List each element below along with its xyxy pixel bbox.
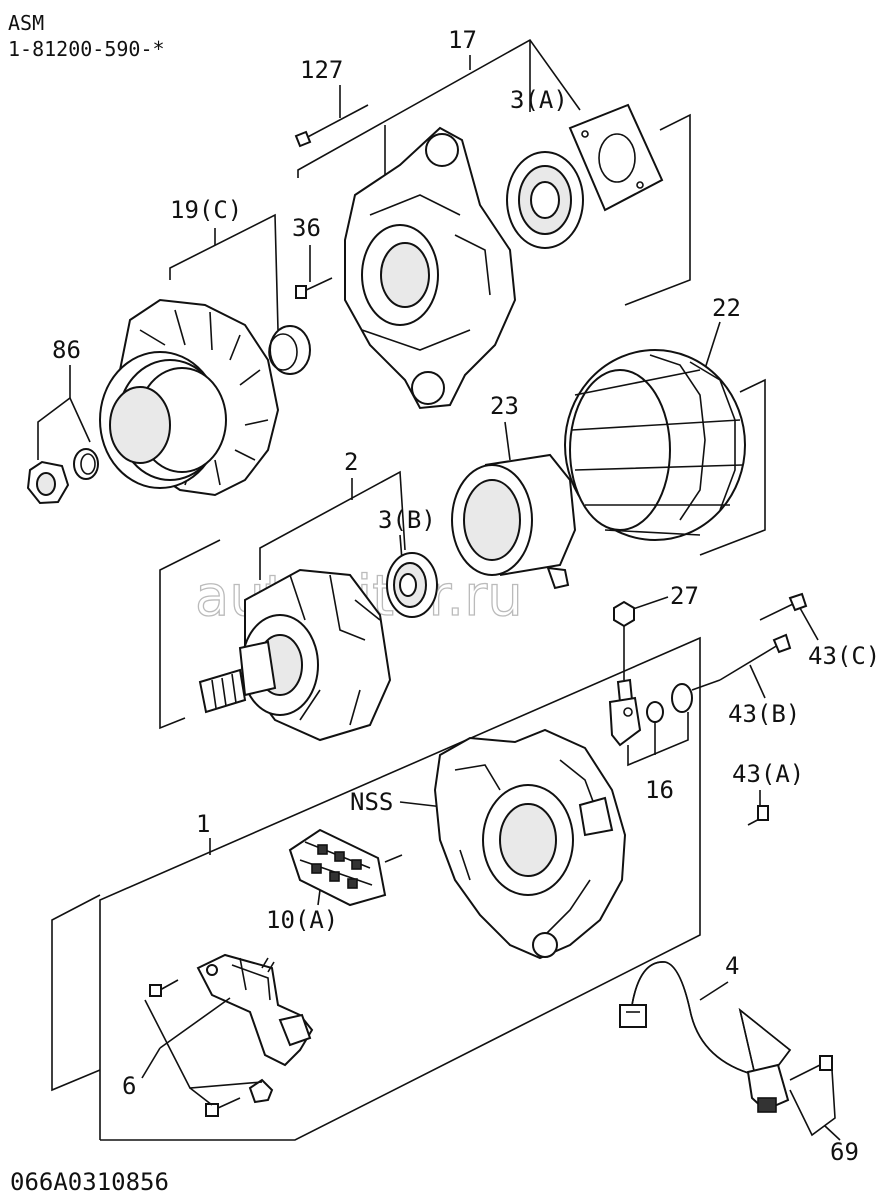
callout-36: 36 [292,214,321,242]
part-23-coil-shield [451,453,577,590]
callout-27: 27 [670,582,699,610]
part-86-lock-washer [73,448,99,480]
part-127-through-bolt [294,85,369,148]
retainer-plate [568,103,664,212]
bracket-16 [627,712,689,767]
callout-2: 2 [344,448,358,476]
part-36-screw [295,277,333,299]
part-43b-bolt [719,633,792,681]
part-4-wiring-harness [619,961,833,1113]
bracket-22-right [699,378,766,556]
bracket-17 [297,38,581,178]
callout-86: 86 [52,336,81,364]
part-22-stator [564,349,746,541]
part-nss-rear-frame [433,728,627,960]
callout-127: 127 [300,56,343,84]
part-10a-rectifier [288,828,403,907]
bracket-69 [789,1069,836,1137]
callout-43c: 43(C) [808,642,880,670]
callout-22: 22 [712,294,741,322]
part-17-drive-end-frame [344,126,517,410]
part-2-rotor [198,568,392,742]
part-16-terminal-bolt [608,678,693,747]
callout-19c: 19(C) [170,196,242,224]
bracket-6 [144,999,263,1089]
callout-69: 69 [830,1138,859,1166]
bracket-2-left [159,539,221,730]
part-86-nut [26,460,70,505]
callout-3b: 3(B) [378,506,436,534]
part-6-regulator [196,953,314,1067]
bracket-86 [37,396,91,460]
bracket-1 [99,636,701,1141]
bracket-1-left [51,894,101,1092]
callout-10a: 10(A) [266,906,338,934]
part-3a-bearing [506,151,584,249]
callout-43b: 43(B) [728,700,800,728]
bracket-19c [169,213,279,331]
callout-6: 6 [122,1072,136,1100]
callout-3a: 3(A) [510,86,568,114]
part-6-screws [149,979,274,1117]
part-19c-fan-pulley [99,298,280,497]
diagram-code: 066A0310856 [10,1168,169,1196]
part-43c-bolt [759,592,808,621]
assembly-label: ASM [8,11,44,35]
part-43a-screw [747,805,769,826]
assembly-number: 1-81200-590-* [8,37,165,61]
callout-43a: 43(A) [732,760,804,788]
spacer-collar [268,325,311,375]
callout-nss: NSS [350,788,393,816]
callout-23: 23 [490,392,519,420]
callout-1: 1 [196,810,210,838]
bracket-3a-right [624,113,691,306]
callout-4: 4 [725,952,739,980]
bracket-2 [259,470,406,580]
part-3b-bearing [386,552,438,618]
callout-16: 16 [645,776,674,804]
callout-17: 17 [448,26,477,54]
